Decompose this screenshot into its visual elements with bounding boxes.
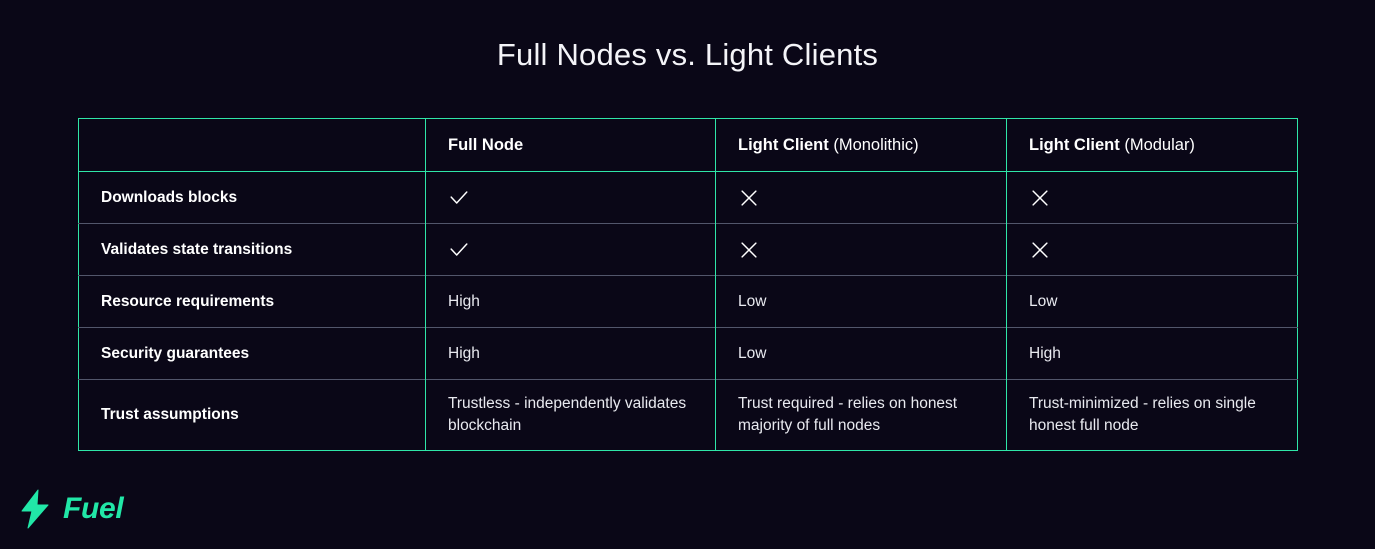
cell-resource-requirements-light-modular: Low <box>1006 275 1298 328</box>
fuel-logo: Fuel <box>18 489 124 529</box>
cell-downloads-blocks-light-monolithic <box>715 171 1007 224</box>
column-header-light-client-modular: Light Client (Modular) <box>1006 118 1298 172</box>
check-icon <box>448 187 470 209</box>
cell-validates-state-transitions-light-modular <box>1006 223 1298 276</box>
check-icon <box>448 239 470 261</box>
table-row: Downloads blocks <box>79 171 1298 224</box>
column-header-attribute <box>78 118 426 172</box>
cell-downloads-blocks-light-modular <box>1006 171 1298 224</box>
column-header-light-client-modular-qualifier: (Modular) <box>1124 135 1195 154</box>
cell-security-guarantees-light-modular: High <box>1006 327 1298 380</box>
row-label-trust-assumptions: Trust assumptions <box>78 379 426 451</box>
cell-trust-assumptions-full-node: Trustless - independently validates bloc… <box>425 379 716 451</box>
column-header-light-client-monolithic-qualifier: (Monolithic) <box>833 135 919 154</box>
column-header-light-client-modular-label: Light Client <box>1029 135 1120 154</box>
cross-icon <box>1029 187 1051 209</box>
column-header-light-client-monolithic: Light Client (Monolithic) <box>715 118 1007 172</box>
table-row: Resource requirements High Low Low <box>78 275 1298 328</box>
cell-downloads-blocks-full-node <box>425 171 716 224</box>
cell-resource-requirements-light-monolithic: Low <box>715 275 1007 328</box>
table-header-row: Full Node Light Client (Monolithic) Ligh… <box>78 118 1298 172</box>
fuel-wordmark: Fuel <box>63 492 124 525</box>
table-row: Security guarantees High Low High <box>78 327 1298 380</box>
table-row: Validates state transitions <box>78 223 1298 276</box>
cell-security-guarantees-full-node: High <box>425 327 716 380</box>
cross-icon <box>738 239 760 261</box>
row-label-validates-state-transitions: Validates state transitions <box>78 223 426 276</box>
cell-validates-state-transitions-light-monolithic <box>715 223 1007 276</box>
column-header-full-node-label: Full Node <box>448 135 524 154</box>
cross-icon <box>1029 239 1051 261</box>
page-title: Full Nodes vs. Light Clients <box>496 37 879 72</box>
column-header-light-client-monolithic-label: Light Client <box>738 135 829 154</box>
cell-trust-assumptions-light-modular: Trust-minimized - relies on single hones… <box>1006 379 1298 451</box>
lightning-bolt-icon <box>18 489 52 529</box>
cross-icon <box>738 187 760 209</box>
cell-validates-state-transitions-full-node <box>425 223 716 276</box>
comparison-table: Full Node Light Client (Monolithic) Ligh… <box>78 118 1298 451</box>
table-body: Downloads blocks <box>78 171 1298 451</box>
table-header: Full Node Light Client (Monolithic) Ligh… <box>78 118 1298 172</box>
cell-resource-requirements-full-node: High <box>425 275 716 328</box>
row-label-resource-requirements: Resource requirements <box>78 275 426 328</box>
cell-security-guarantees-light-monolithic: Low <box>715 327 1007 380</box>
table-row: Trust assumptions Trustless - independen… <box>78 379 1298 451</box>
column-header-full-node: Full Node <box>425 118 716 172</box>
cell-trust-assumptions-light-monolithic: Trust required - relies on honest majori… <box>715 379 1007 451</box>
row-label-security-guarantees: Security guarantees <box>78 327 426 380</box>
comparison-table-container: Full Node Light Client (Monolithic) Ligh… <box>78 118 1298 451</box>
row-label-downloads-blocks: Downloads blocks <box>101 188 238 206</box>
